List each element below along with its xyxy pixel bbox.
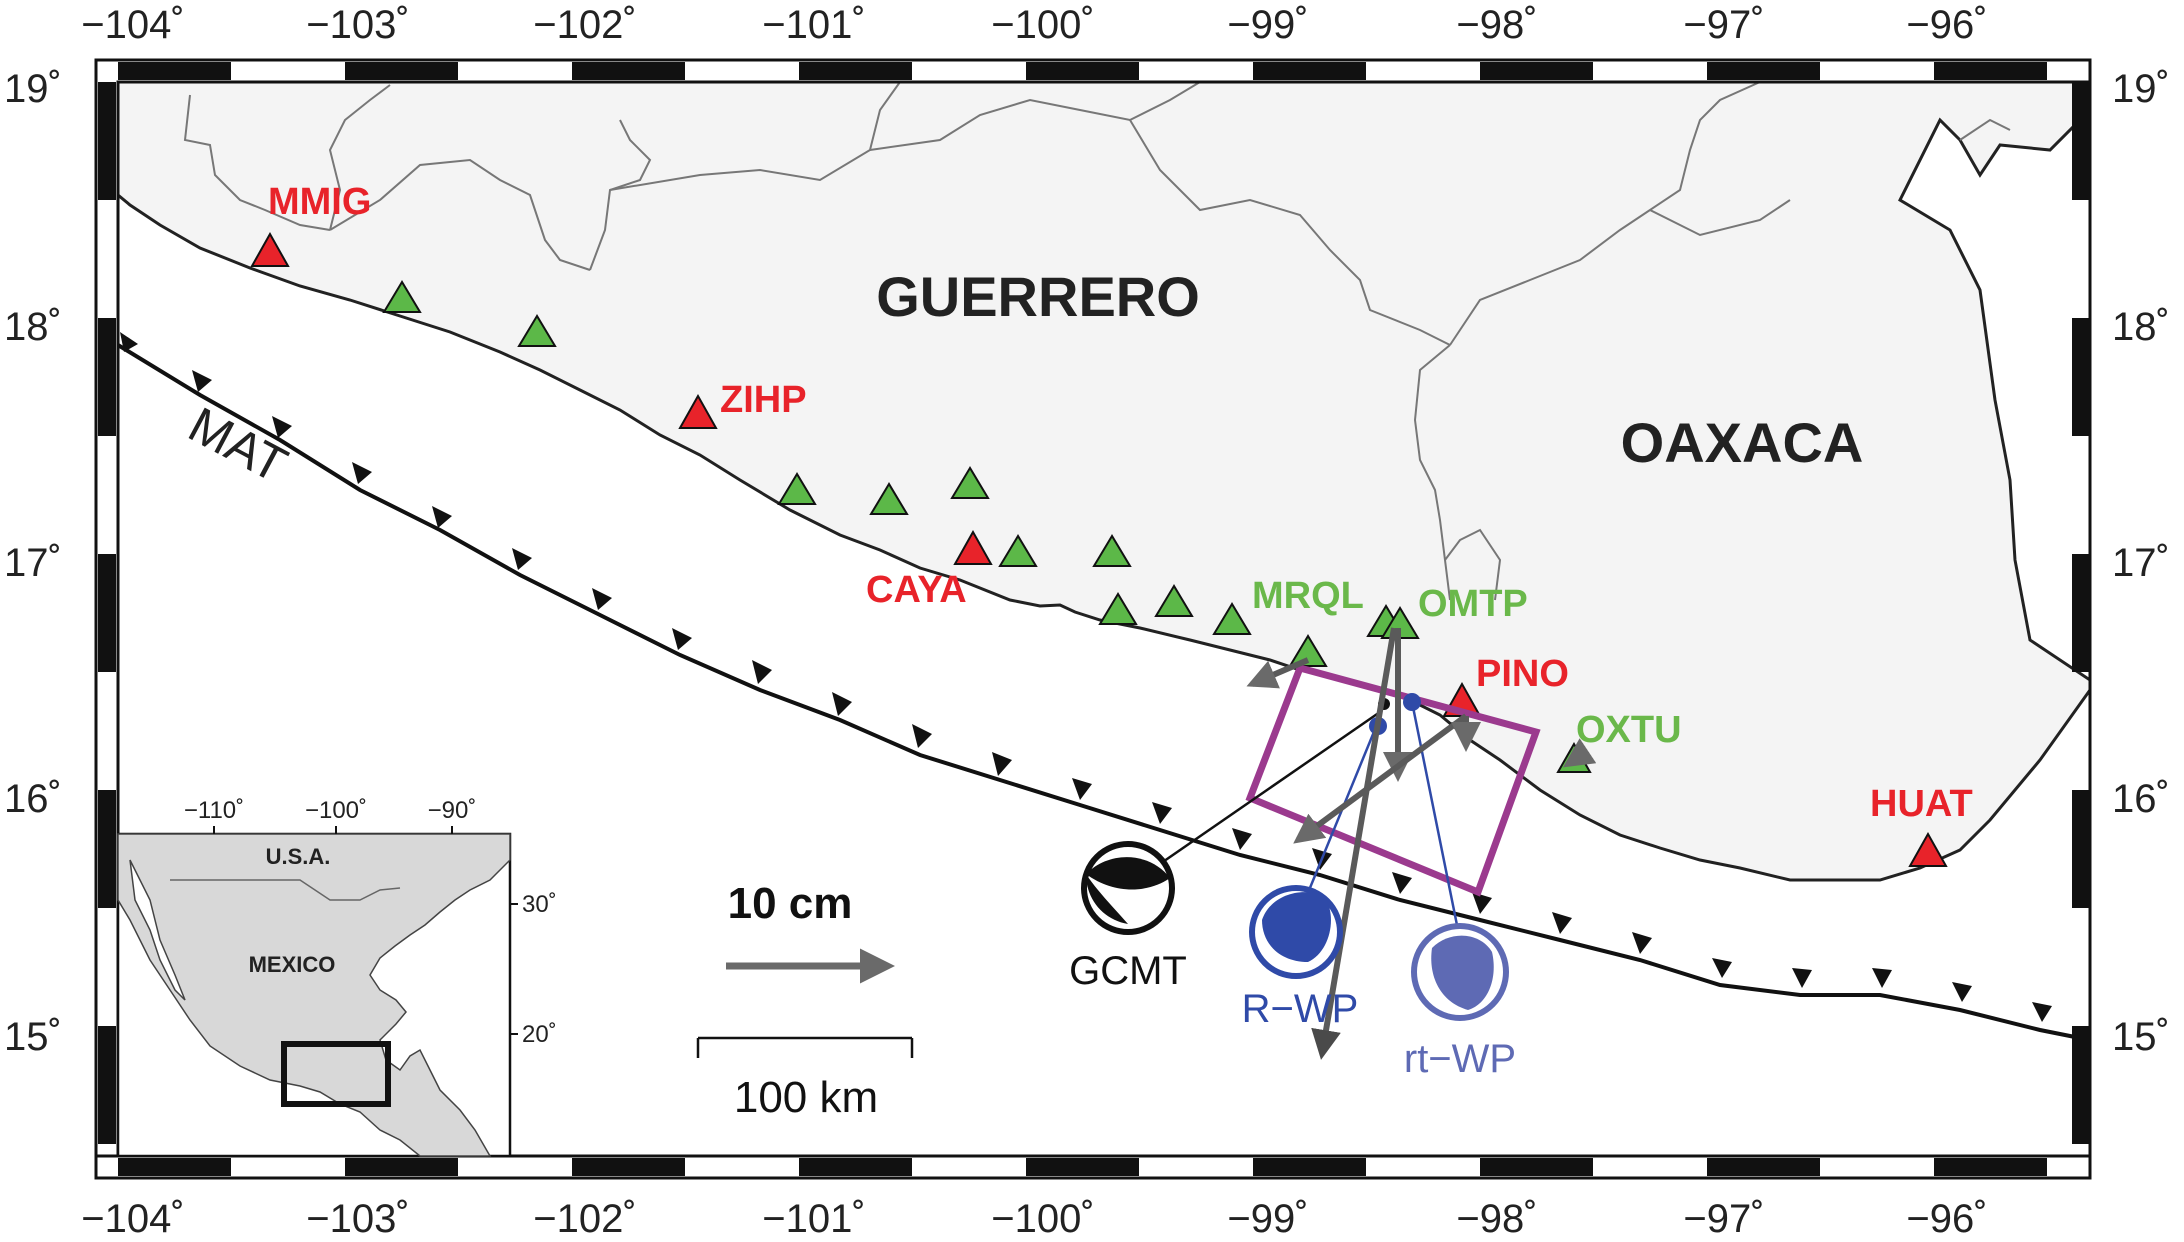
rtwp-beachball (1411, 923, 1509, 1021)
inset-map (116, 826, 518, 1158)
station-marker (869, 482, 909, 515)
mechanism-label-rwp: R−WP (1242, 987, 1359, 1031)
lon-label: −99˚ (1227, 1197, 1308, 1241)
station-label-caya: CAYA (866, 569, 967, 611)
lon-label: −99˚ (1227, 3, 1308, 47)
lat-label: 18˚ (4, 305, 62, 349)
lon-label: −102˚ (533, 1197, 636, 1241)
region-label-guerrero: GUERRERO (876, 265, 1200, 328)
rwp-beachball (1249, 885, 1343, 979)
distance-scale-bar (696, 1036, 914, 1058)
lon-label: −104˚ (81, 1197, 184, 1241)
inset-lat-label: 30˚ (522, 891, 557, 918)
trench-teeth (120, 332, 2052, 1022)
gcmt-beachball (1081, 841, 1175, 935)
lon-label: −96˚ (1906, 3, 1987, 47)
inset-lon-label: −100˚ (305, 797, 367, 824)
station-marker (1212, 602, 1252, 635)
station-marker (1908, 831, 1948, 867)
lon-label: −98˚ (1456, 1197, 1537, 1241)
lon-label: −100˚ (991, 1197, 1094, 1241)
station-label-huat: HUAT (1870, 783, 1973, 825)
station-label-zihp: ZIHP (720, 379, 807, 421)
distance-scale-label: 100 km (734, 1073, 878, 1122)
lat-label: 19˚ (2112, 67, 2170, 111)
mechanism-label-gcmt: GCMT (1069, 949, 1187, 993)
lon-label: −97˚ (1683, 1197, 1764, 1241)
mechanism-label-rtwp: rt−WP (1404, 1037, 1516, 1081)
inset-label-mexico: MEXICO (249, 952, 336, 977)
lon-labels-bottom: −104˚ −103˚ −102˚ −101˚ −100˚ −99˚ −98˚ … (81, 1197, 1987, 1241)
station-marker (678, 393, 718, 429)
lon-label: −103˚ (306, 1197, 409, 1241)
station-marker (1154, 584, 1194, 617)
lat-labels-left: 19˚ 18˚ 17˚ 16˚ 15˚ (4, 67, 62, 1059)
inset-locator-box (281, 1041, 391, 1107)
lat-label: 16˚ (4, 777, 62, 821)
region-label-oaxaca: OAXACA (1621, 411, 1864, 474)
lon-label: −97˚ (1683, 3, 1764, 47)
station-marker (382, 280, 422, 313)
inset-lon-label: −90˚ (428, 797, 477, 824)
inset-lat-label: 20˚ (522, 1021, 557, 1048)
map-frame (94, 58, 2092, 1180)
inset-lon-label: −110˚ (184, 797, 244, 824)
trench-line (116, 343, 2091, 1042)
lat-label: 18˚ (2112, 305, 2170, 349)
station-marker (517, 314, 557, 347)
scale-vector-label: 10 cm (728, 879, 853, 928)
lon-label: −102˚ (533, 3, 636, 47)
lon-labels-top: −104˚ −103˚ −102˚ −101˚ −100˚ −99˚ −98˚ … (81, 3, 1987, 47)
station-label-oxtu: OXTU (1576, 709, 1682, 751)
lon-label: −104˚ (81, 3, 184, 47)
station-marker (250, 231, 290, 267)
lat-label: 15˚ (2112, 1015, 2170, 1059)
lat-label: 16˚ (2112, 777, 2170, 821)
station-marker (953, 529, 993, 565)
inset-label-usa: U.S.A. (266, 844, 331, 869)
lat-label: 17˚ (2112, 541, 2170, 585)
lon-label: −103˚ (306, 3, 409, 47)
station-label-pino: PINO (1476, 653, 1569, 695)
lat-label: 15˚ (4, 1015, 62, 1059)
station-marker (1288, 634, 1328, 667)
lon-label: −100˚ (991, 3, 1094, 47)
station-label-mmig: MMIG (268, 181, 371, 223)
state-boundaries (183, 81, 2011, 601)
lon-label: −98˚ (1456, 3, 1537, 47)
displacement-arrows (1246, 627, 1597, 1060)
lon-label: −101˚ (762, 1197, 865, 1241)
station-marker (1098, 592, 1138, 625)
lat-labels-right: 19˚ 18˚ 17˚ 16˚ 15˚ (2112, 67, 2170, 1059)
station-label-omtp: OMTP (1418, 583, 1528, 625)
station-marker (777, 472, 817, 505)
station-marker (1092, 534, 1132, 567)
station-marker (998, 534, 1038, 567)
lon-label: −101˚ (762, 3, 865, 47)
station-label-mrql: MRQL (1252, 575, 1364, 617)
epicenter-dot (1403, 693, 1421, 711)
rupture-box (1245, 663, 1541, 897)
lat-label: 19˚ (4, 67, 62, 111)
lon-label: −96˚ (1906, 1197, 1987, 1241)
station-marker (950, 466, 990, 499)
lat-label: 17˚ (4, 541, 62, 585)
